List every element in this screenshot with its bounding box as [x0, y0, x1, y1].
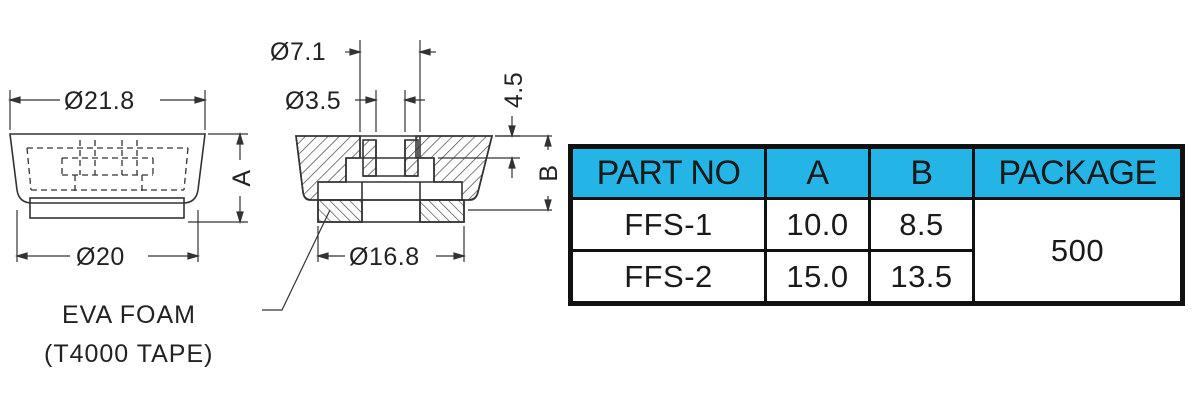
cell-b: 13.5	[868, 249, 975, 305]
bottom-diameter-label: Ø20	[76, 243, 125, 271]
table-row: FFS-2 15.0 13.5	[569, 249, 1183, 305]
height-a-label: A	[228, 169, 256, 186]
bumper-outline	[9, 133, 206, 204]
section-hatch-left	[295, 135, 361, 201]
section-hatch-right	[415, 135, 494, 201]
outer-hole-diameter-label: Ø7.1	[270, 38, 326, 66]
header-a: A	[764, 145, 871, 200]
section-view	[295, 40, 552, 262]
foam-hatch-right	[419, 199, 465, 223]
foam-leader-line	[262, 209, 331, 311]
callout-line-1: EVA FOAM	[62, 301, 196, 329]
cell-part: FFS-2	[569, 249, 767, 305]
foam-hatch-left	[317, 199, 363, 223]
foam-diameter-label: Ø16.8	[349, 243, 420, 271]
left-dimension-lines	[7, 96, 244, 260]
header-part-no: PART NO	[569, 145, 767, 200]
callout-line-2: (T4000 TAPE)	[44, 340, 213, 368]
spec-table: PART NO A B PACKAGE FFS-1 10.0 8.5 500 F…	[568, 144, 1185, 306]
header-package: PACKAGE	[972, 145, 1184, 200]
section-dimension-lines	[315, 48, 552, 260]
table-row: FFS-1 10.0 8.5 500	[569, 197, 1184, 305]
recess-depth-label: 4.5	[500, 72, 528, 108]
top-diameter-label: Ø21.8	[64, 87, 135, 115]
cell-a: 10.0	[764, 197, 871, 252]
inner-hole-diameter-label: Ø3.5	[285, 87, 341, 115]
cell-b: 8.5	[868, 197, 975, 252]
header-b: B	[868, 145, 975, 200]
left-elevation-view	[9, 90, 248, 262]
cell-package: 500	[972, 197, 1184, 305]
cell-part: FFS-1	[569, 197, 767, 252]
height-b-label: B	[535, 164, 563, 181]
foam-base-outline	[29, 197, 185, 219]
cell-a: 15.0	[764, 249, 871, 305]
table-header-row: PART NO A B PACKAGE	[569, 145, 1184, 200]
